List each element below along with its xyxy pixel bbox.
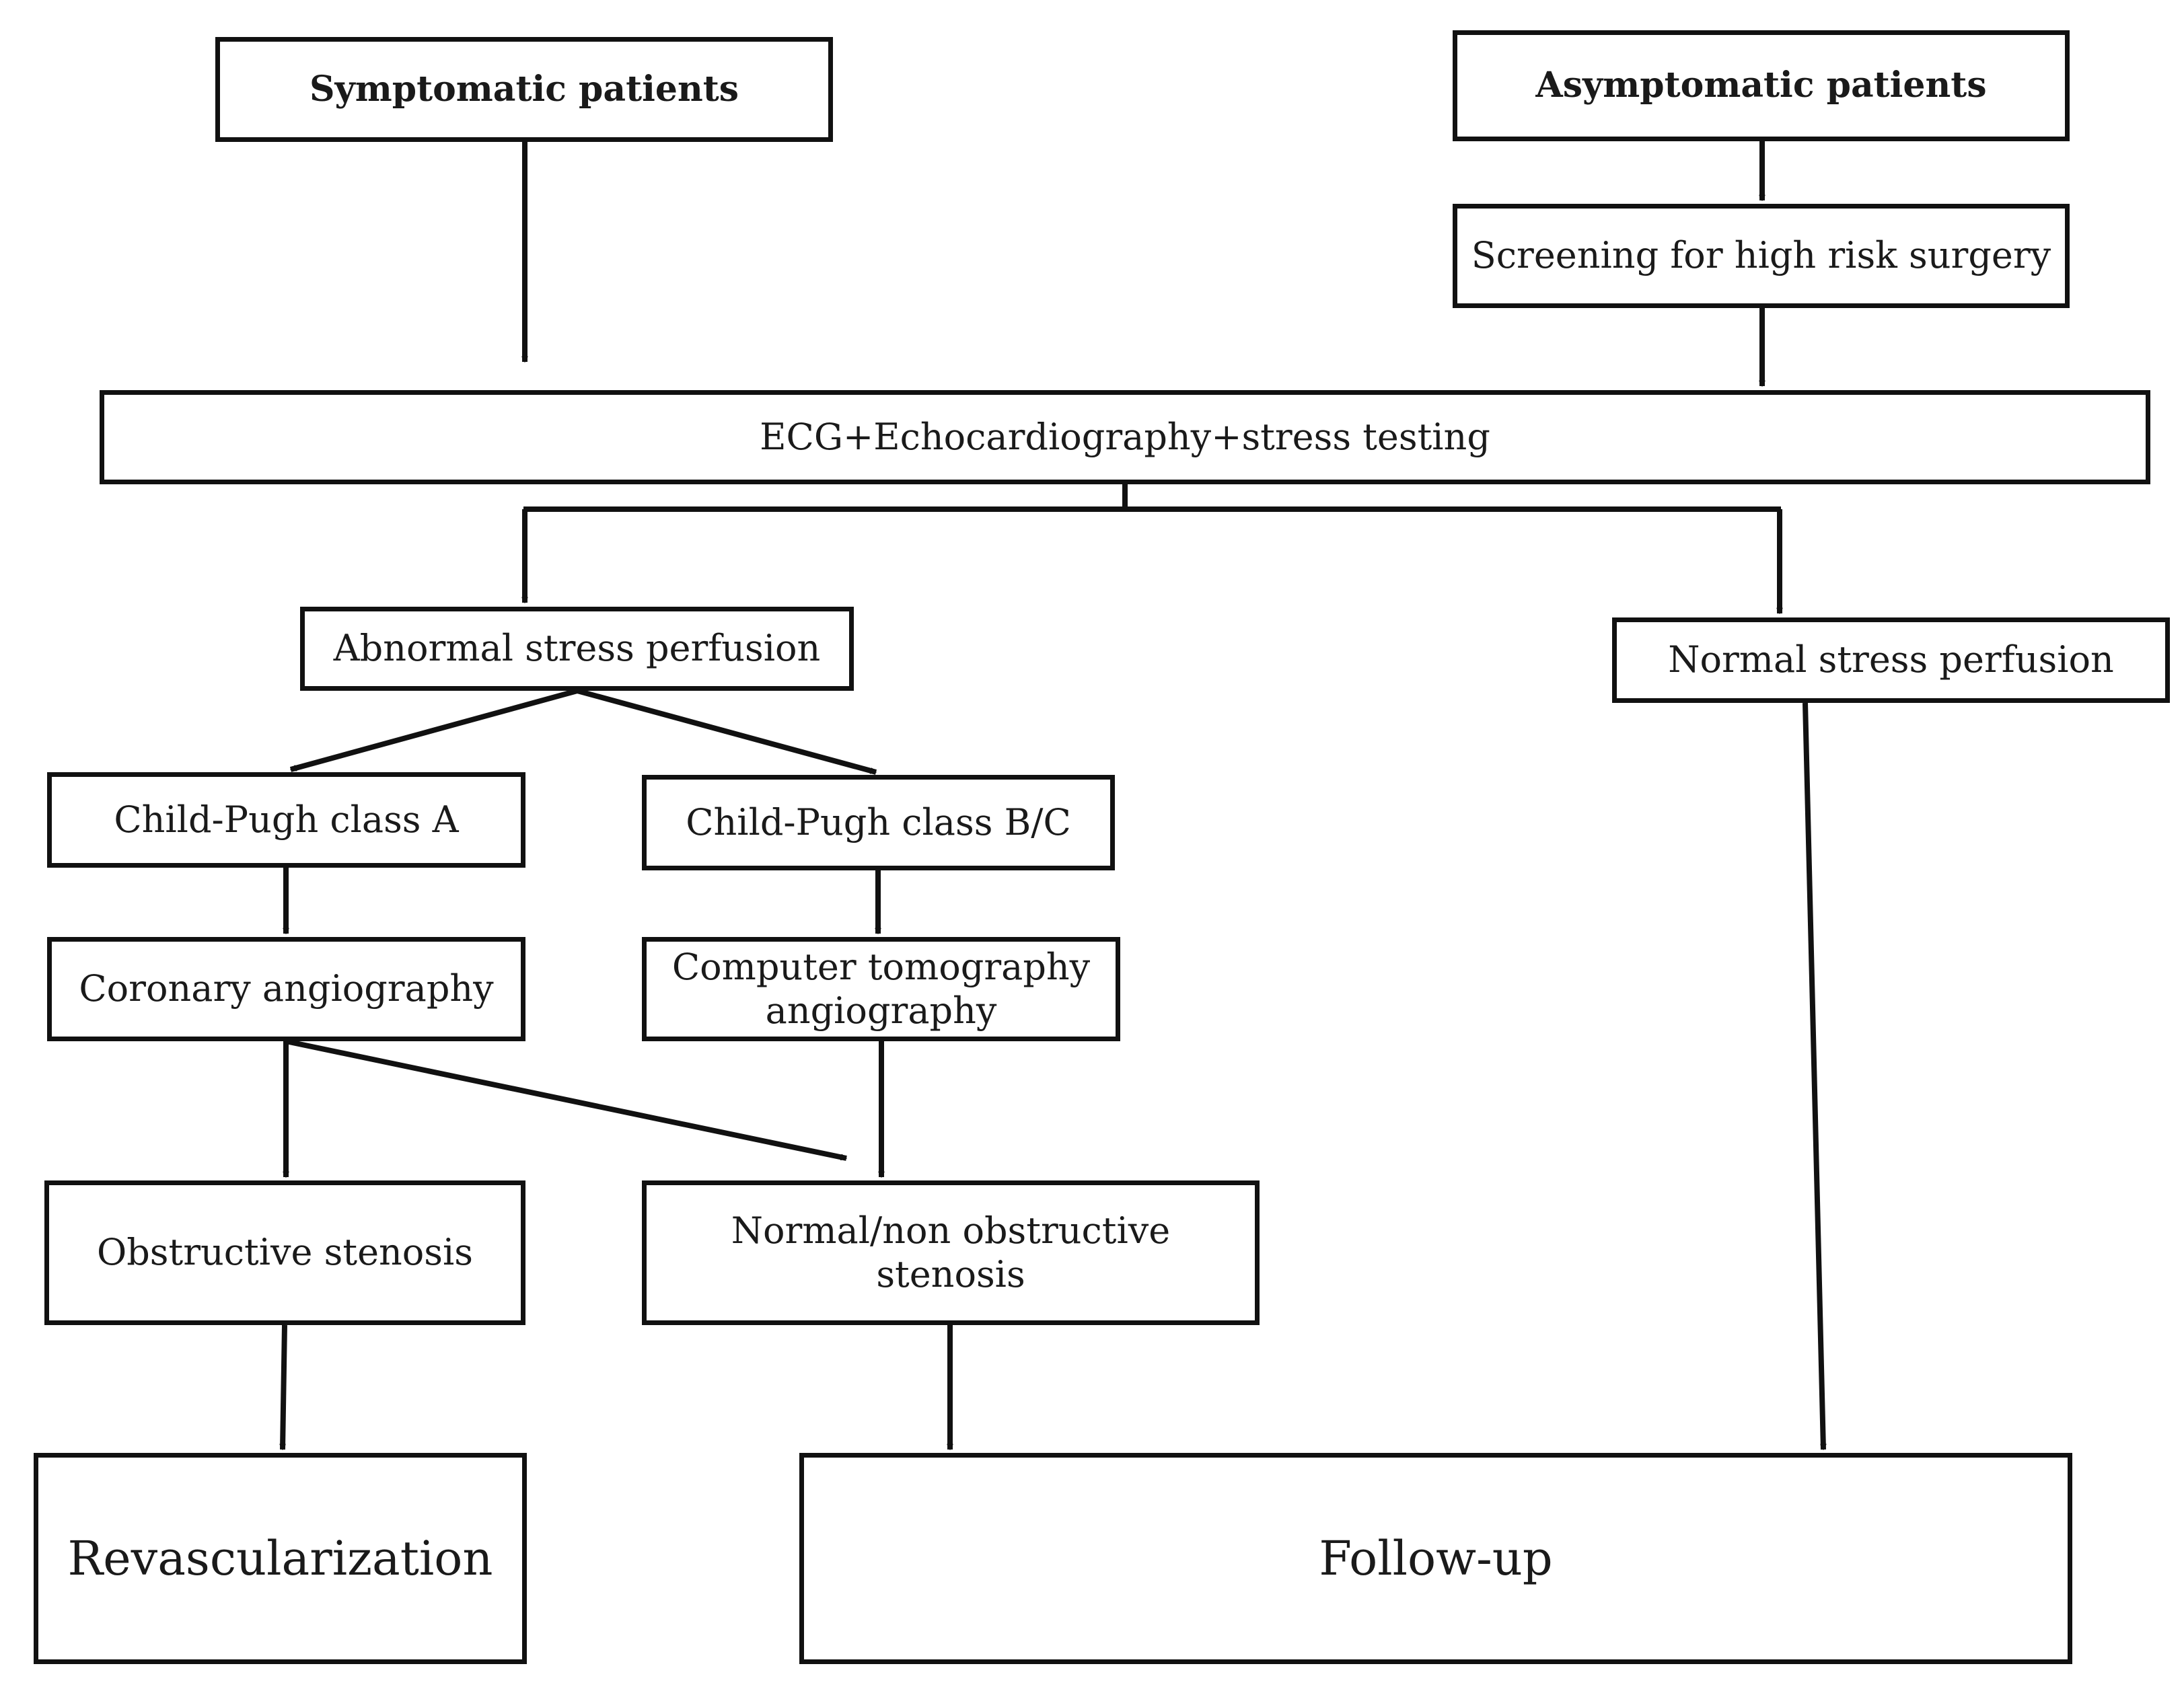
arrow-coronary-to-nonobstructive [285,1039,846,1161]
node-label: ECG+Echocardiography+stress testing [760,415,1490,458]
node-label-line1: Computer tomography [671,945,1091,988]
node-normal-non-obstructive-stenosis: Normal/non obstructive stenosis [642,1180,1260,1325]
arrow-abnormal-to-cpa [291,688,579,772]
node-label: Obstructive stenosis [96,1231,474,1274]
node-obstructive-stenosis: Obstructive stenosis [44,1180,525,1325]
node-label: Abnormal stress perfusion [333,627,821,670]
node-label-line2: stenosis [876,1252,1025,1295]
node-label: Normal stress perfusion [1668,638,2114,681]
node-label: Child-Pugh class A [114,798,459,841]
node-label-line1: Normal/non obstructive [731,1209,1171,1252]
arrow-abnormal-to-cpbc [576,688,876,775]
node-label-wrap: Normal/non obstructive stenosis [731,1209,1170,1297]
node-label-wrap: Computer tomography angiography [672,946,1090,1033]
node-label: Coronary angiography [79,967,494,1010]
arrow-normal-perfusion-to-followup [1803,702,1823,1450]
node-child-pugh-class-a: Child-Pugh class A [47,772,525,868]
node-abnormal-stress-perfusion: Abnormal stress perfusion [300,607,854,691]
node-ecg-echo-stress-testing: ECG+Echocardiography+stress testing [100,390,2150,484]
node-label: Screening for high risk surgery [1471,234,2051,277]
node-follow-up: Follow-up [799,1453,2072,1664]
node-label: Follow-up [1319,1531,1553,1586]
node-label: Child-Pugh class B/C [686,800,1071,843]
arrow-obstructive-to-revasc [283,1324,287,1450]
node-label: Symptomatic patients [309,68,739,110]
node-revascularization: Revascularization [34,1453,527,1664]
node-label: Asymptomatic patients [1535,65,1987,106]
node-symptomatic-patients: Symptomatic patients [215,37,833,142]
node-child-pugh-class-bc: Child-Pugh class B/C [642,775,1115,870]
node-computer-tomography-angiography: Computer tomography angiography [642,937,1120,1041]
node-label: Revascularization [67,1531,493,1586]
node-asymptomatic-patients: Asymptomatic patients [1453,30,2070,141]
node-normal-stress-perfusion: Normal stress perfusion [1612,617,2170,703]
node-label-line2: angiography [765,989,997,1032]
node-screening-high-risk-surgery: Screening for high risk surgery [1453,204,2070,308]
node-coronary-angiography: Coronary angiography [47,937,525,1041]
